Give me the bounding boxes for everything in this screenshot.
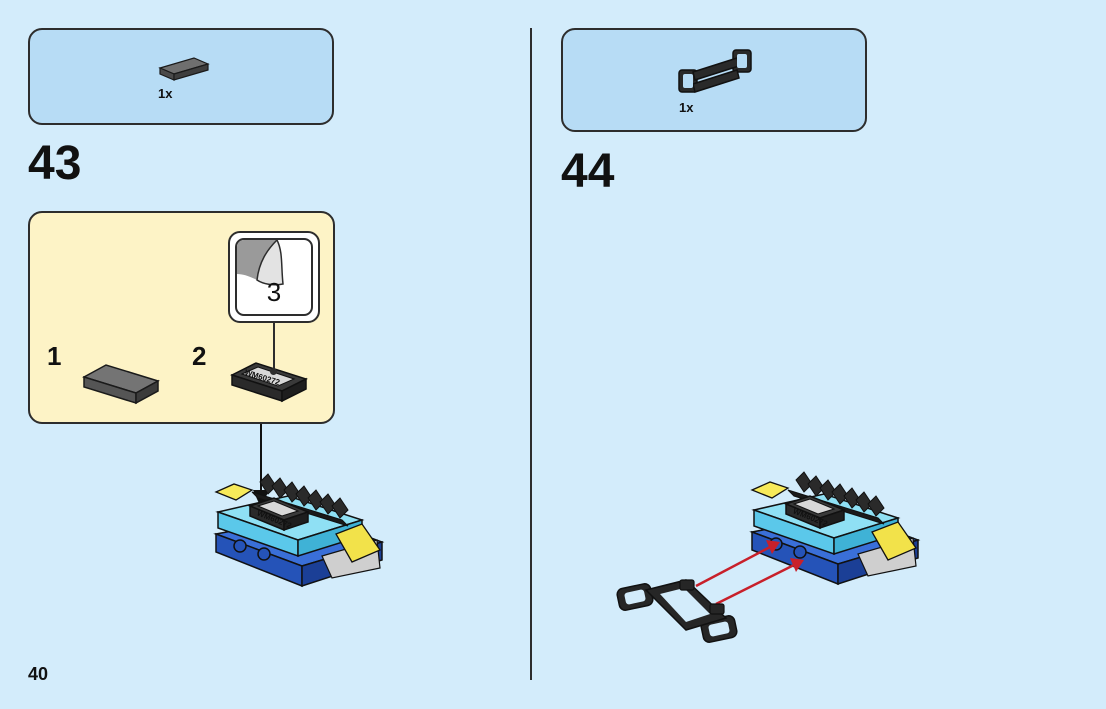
callout-count: 3: [266, 277, 282, 307]
sub-assembly-box: 1 2 WM60272 3: [28, 211, 335, 424]
model-assembly-44: [749, 471, 921, 586]
sub-step-number-1: 1: [47, 341, 62, 371]
sticker-sheet-icon: [237, 240, 284, 286]
parts-list-step-43: 1x: [28, 28, 334, 125]
page-number: 40: [28, 664, 49, 684]
black-handlebar-part-icon: [678, 49, 752, 93]
handlebar-piece: [616, 579, 738, 643]
sticker-callout: 3: [228, 231, 320, 323]
page-divider: [530, 28, 532, 680]
sub-step-number-2: 2: [192, 341, 207, 371]
dark-gray-tile-icon: [82, 364, 160, 405]
step-number-44: 44: [561, 145, 615, 198]
part-quantity: 1x: [679, 100, 694, 115]
printed-tile-icon: [230, 362, 308, 403]
parts-list-step-44: 1x: [561, 28, 867, 132]
step-number-43: 43: [28, 137, 82, 190]
callout-connector: [273, 321, 275, 371]
part-quantity: 1x: [158, 86, 173, 101]
dark-gray-tile-part-icon: [158, 57, 210, 81]
model-assembly-43: [213, 473, 385, 588]
connector-dot: [270, 368, 277, 375]
attach-arrows: [695, 540, 804, 606]
